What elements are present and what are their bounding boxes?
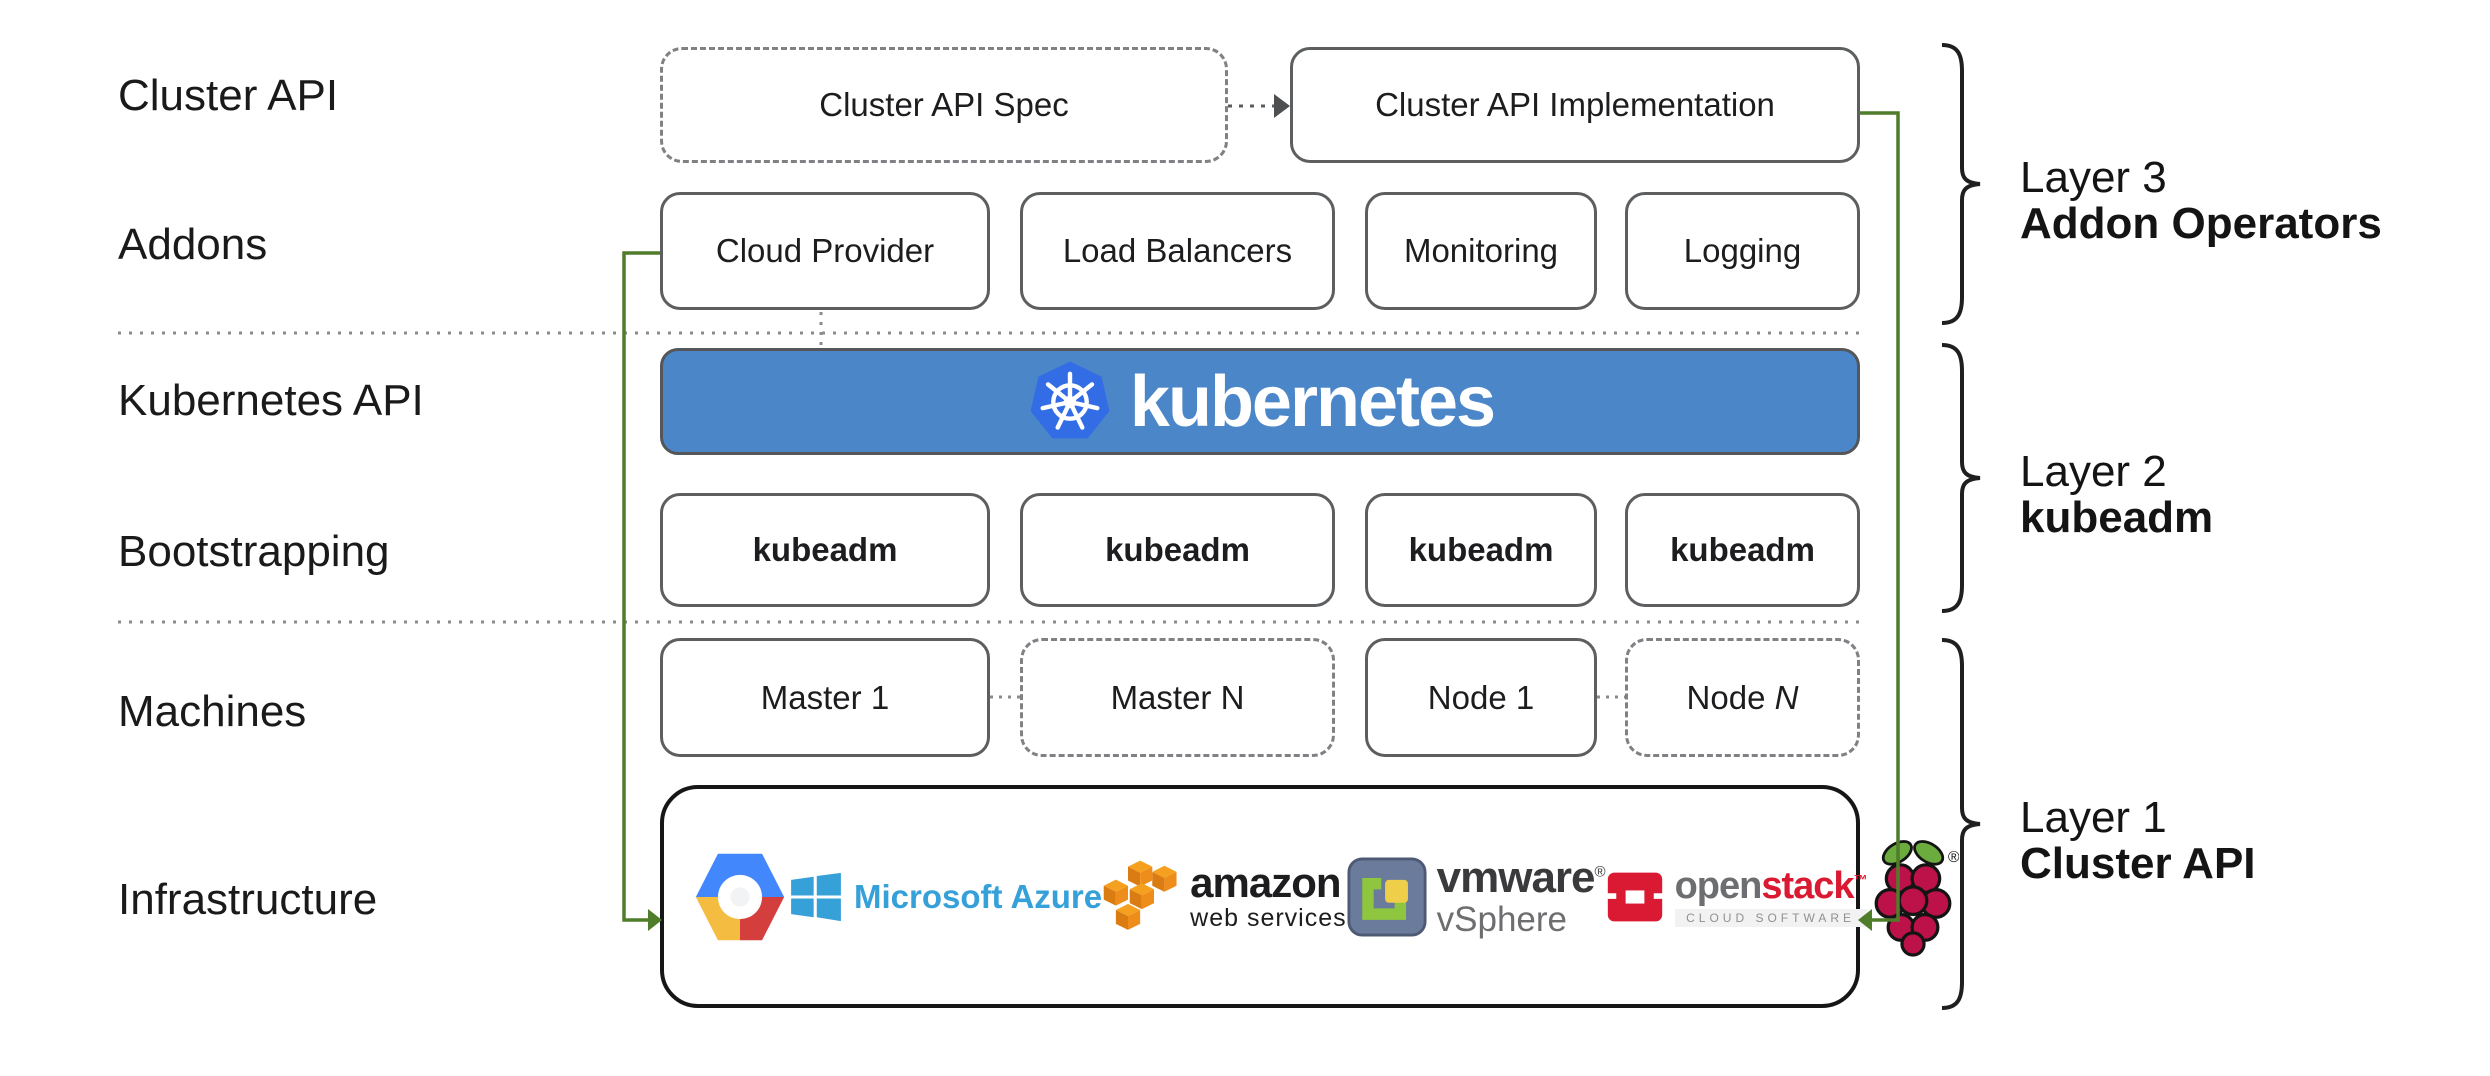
cluster-api-implementation-box: Cluster API Implementation	[1290, 47, 1860, 163]
google-cloud-logo	[692, 847, 788, 947]
layer-3-label: Layer 3 Addon Operators	[2020, 153, 2382, 248]
addon-cloud-provider-box: Cloud Provider	[660, 192, 990, 310]
master-1-label: Master	[760, 678, 871, 716]
node-n-box: Node N	[1625, 638, 1860, 757]
amazon-web-services-logo: amazon web services	[1102, 857, 1347, 937]
kubernetes-wordmark: kubernetes	[1129, 361, 1496, 442]
amazon-wordmark: amazon	[1190, 859, 1341, 906]
cluster-api-spec-box: Cluster API Spec	[660, 47, 1228, 163]
vmware-vsphere-icon	[1347, 856, 1427, 937]
web-services-wordmark: web services	[1190, 904, 1347, 932]
microsoft-azure-logo: Microsoft Azure	[788, 869, 1102, 925]
node-1-label: Node	[1427, 678, 1516, 716]
implementation-infrastructure-connector	[1859, 111, 1900, 922]
addon-load-balancers-box: Load Balancers	[1020, 192, 1335, 310]
vmware-vsphere-logo: vmware® vSphere	[1347, 853, 1606, 939]
kubernetes-logo-icon	[1030, 361, 1110, 439]
layer-2-label: Layer 2 kubeadm	[2020, 447, 2214, 542]
spec-implementation-arrowhead	[1274, 94, 1290, 118]
addon-logging-box: Logging	[1625, 192, 1860, 310]
row-label-machines: Machines	[118, 687, 307, 736]
layer-1-label: Layer 1 Cluster API	[2020, 793, 2256, 888]
raspberry-pi-icon: ®	[1874, 839, 1959, 957]
aws-cubes-icon	[1103, 860, 1177, 930]
openstack-logo: openstack™ CLOUD SOFTWARE	[1604, 864, 1868, 927]
vmware-wordmark: vmware®	[1436, 853, 1606, 902]
row-label-bootstrapping: Bootstrapping	[118, 527, 390, 576]
layer-3-brace	[1941, 43, 1981, 325]
row-label-addons: Addons	[118, 220, 268, 269]
kubeadm-box-4: kubeadm	[1625, 493, 1860, 607]
kubeadm-box-1: kubeadm	[660, 493, 990, 607]
row-label-infrastructure: Infrastructure	[118, 875, 378, 924]
microsoft-azure-wordmark: Microsoft Azure	[854, 877, 1103, 915]
master-n-label: Master	[1110, 678, 1221, 716]
node-n-label: Node	[1686, 678, 1775, 716]
cloud-provider-infrastructure-connector	[622, 251, 660, 922]
row-label-kubernetes-api: Kubernetes API	[118, 376, 424, 425]
layer-2-brace	[1941, 343, 1981, 613]
raspberry-pi-registered-mark: ®	[1948, 849, 1959, 866]
raspberry-pi-logo: ®	[1867, 831, 1959, 963]
node-1-box: Node 1	[1365, 638, 1597, 757]
infrastructure-box: Microsoft Azure amazon web s	[660, 785, 1959, 1008]
kubernetes-banner: kubernetes	[660, 348, 1860, 455]
master-n-box: Master N	[1020, 638, 1335, 757]
google-cloud-icon	[695, 853, 785, 940]
openstack-wordmark: openstack™	[1674, 864, 1868, 907]
kubeadm-box-3: kubeadm	[1365, 493, 1597, 607]
vsphere-wordmark: vSphere	[1436, 900, 1568, 939]
microsoft-azure-icon	[791, 872, 841, 921]
row-label-cluster-api: Cluster API	[118, 71, 339, 120]
openstack-subtitle: CLOUD SOFTWARE	[1674, 908, 1867, 927]
master-1-box: Master 1	[660, 638, 990, 757]
addon-monitoring-box: Monitoring	[1365, 192, 1597, 310]
openstack-icon	[1604, 872, 1665, 921]
kubeadm-box-2: kubeadm	[1020, 493, 1335, 607]
